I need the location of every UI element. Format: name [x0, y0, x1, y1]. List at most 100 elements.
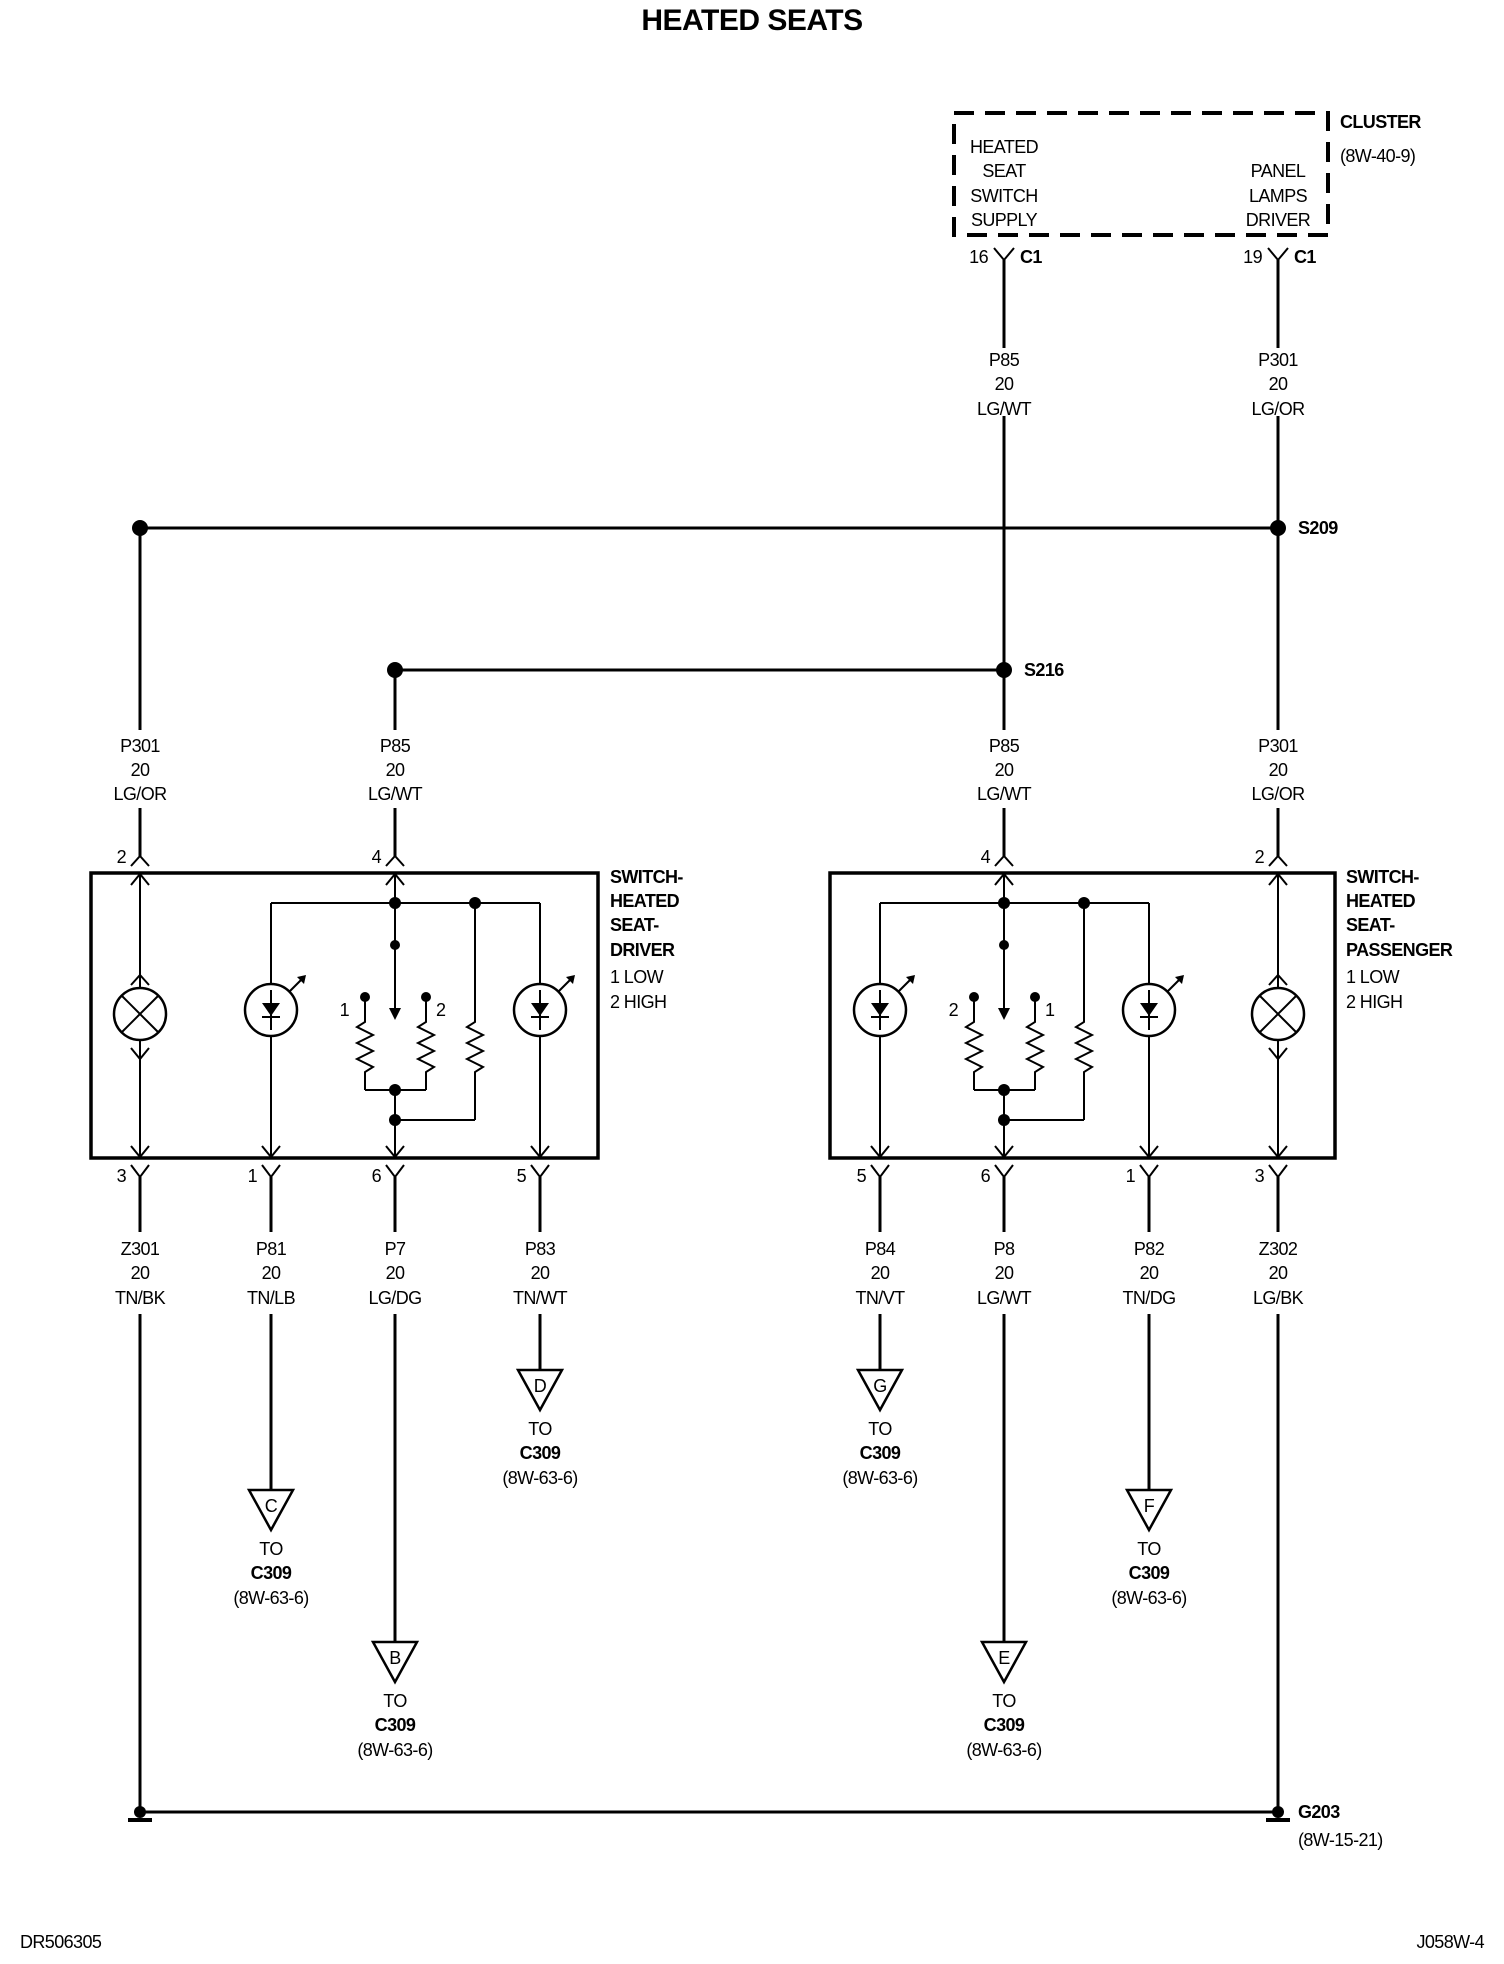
wire-label: P301 [1258, 350, 1298, 370]
svg-text:C309: C309 [984, 1715, 1025, 1735]
switch-name-line: SEAT- [1346, 915, 1395, 935]
cluster-dashed-box [952, 111, 1330, 237]
heater-element-icon [963, 903, 1095, 1120]
cluster-left-line-2: SEAT [982, 161, 1026, 181]
svg-text:(8W-63-6): (8W-63-6) [1111, 1588, 1186, 1608]
footer-left-code: DR506305 [20, 1932, 102, 1952]
connector-name: C1 [1294, 247, 1316, 267]
svg-text:C309: C309 [375, 1715, 416, 1735]
wire-label: LG/OR [1251, 399, 1305, 419]
svg-text:G: G [873, 1376, 886, 1396]
svg-text:C309: C309 [251, 1563, 292, 1583]
svg-text:(8W-63-6): (8W-63-6) [233, 1588, 308, 1608]
svg-text:3: 3 [117, 1166, 127, 1186]
svg-text:TO: TO [528, 1419, 552, 1439]
heater-element-icon [354, 903, 486, 1120]
svg-text:2: 2 [1255, 847, 1265, 867]
svg-text:(8W-63-6): (8W-63-6) [842, 1468, 917, 1488]
cluster-left-line-4: SUPPLY [971, 210, 1038, 230]
wire-label: 20 [386, 1263, 405, 1283]
wire-label: TN/DG [1123, 1288, 1176, 1308]
switch-name-line: PASSENGER [1346, 940, 1453, 960]
wire-label: LG/DG [368, 1288, 421, 1308]
svg-text:4: 4 [981, 847, 991, 867]
svg-text:C309: C309 [1129, 1563, 1170, 1583]
splice-s209-label: S209 [1298, 518, 1338, 538]
switch-name-line: SWITCH- [1346, 867, 1419, 887]
wire-label: P85 [989, 350, 1020, 370]
ground-name: G203 [1298, 1802, 1340, 1822]
svg-text:F: F [1144, 1496, 1155, 1516]
wire-label: 20 [131, 760, 150, 780]
diagram-title: HEATED SEATS [641, 4, 862, 37]
destination-c309-f: F TO C309 (8W-63-6) [1111, 1488, 1187, 1608]
contact-label: 2 [436, 1000, 446, 1020]
indicator-led-icon [1121, 975, 1184, 1038]
connector-name: C1 [1020, 247, 1042, 267]
wire-label: 20 [1269, 1263, 1288, 1283]
wire-label: LG/WT [977, 1288, 1032, 1308]
switch-heated-seat-driver: 1 2 SWITCH- HEATED SEAT- DRIVER 1 LOW 2 … [89, 867, 684, 1160]
svg-text:TO: TO [992, 1691, 1016, 1711]
svg-text:(8W-63-6): (8W-63-6) [966, 1740, 1041, 1760]
svg-text:D: D [534, 1376, 547, 1396]
cluster-right-line-3: DRIVER [1246, 210, 1311, 230]
wire-label: 20 [262, 1263, 281, 1283]
driver-bottom-pin-1: 1 [248, 1164, 281, 1186]
wire-label: LG/WT [977, 399, 1032, 419]
switch-box [828, 871, 1337, 1160]
connector-c1-pin19: 19 C1 [1243, 247, 1317, 267]
contact-label: 2 [949, 1000, 959, 1020]
wire-label: LG/WT [977, 784, 1032, 804]
wire-label: Z301 [121, 1239, 160, 1259]
svg-text:3: 3 [1255, 1166, 1265, 1186]
switch-mode-line: 1 LOW [610, 967, 664, 987]
footer-right-code: J058W-4 [1416, 1932, 1484, 1952]
destination-c309-g: G TO C309 (8W-63-6) [842, 1368, 918, 1488]
indicator-led-icon [512, 975, 575, 1038]
destination-c309-c: C TO C309 (8W-63-6) [233, 1488, 309, 1608]
cluster-name: CLUSTER [1340, 112, 1421, 132]
svg-text:C309: C309 [860, 1443, 901, 1463]
switch-name-line: DRIVER [610, 940, 675, 960]
cluster-module: CLUSTER (8W-40-9) HEATED SEAT SWITCH SUP… [952, 111, 1422, 237]
svg-text:C309: C309 [520, 1443, 561, 1463]
wire-label: P84 [865, 1239, 896, 1259]
contact-label: 1 [340, 1000, 350, 1020]
svg-text:6: 6 [981, 1166, 991, 1186]
wire-label: LG/BK [1253, 1288, 1304, 1308]
driver-bottom-pin-6: 6 [372, 1164, 405, 1186]
wire-label: P82 [1134, 1239, 1165, 1259]
splice-dot-s209 [1270, 520, 1286, 536]
ground-icon [128, 1806, 1290, 1822]
svg-text:TO: TO [383, 1691, 407, 1711]
switch-mode-line: 2 HIGH [1346, 992, 1402, 1012]
switch-mode-line: 1 LOW [1346, 967, 1400, 987]
driver-bottom-pin-5: 5 [517, 1164, 550, 1186]
svg-text:B: B [389, 1648, 401, 1668]
destination-c309-d: D TO C309 (8W-63-6) [502, 1368, 578, 1488]
wire-label: P301 [1258, 736, 1298, 756]
wire-label: LG/WT [368, 784, 423, 804]
svg-text:5: 5 [857, 1166, 867, 1186]
wire-label: P83 [525, 1239, 556, 1259]
switch-name-line: SWITCH- [610, 867, 683, 887]
passenger-bottom-pin-5: 5 [857, 1164, 890, 1186]
connector-c1-pin16: 16 C1 [969, 247, 1043, 267]
passenger-bottom-pin-3: 3 [1255, 1164, 1288, 1186]
wire-label: 20 [1269, 374, 1288, 394]
switch-name-line: HEATED [1346, 891, 1416, 911]
svg-text:2: 2 [117, 847, 127, 867]
passenger-top-pin-2: 2 [1255, 847, 1288, 867]
indicator-led-icon [243, 975, 306, 1038]
driver-bottom-pin-3: 3 [117, 1164, 150, 1186]
contact-label: 1 [1045, 1000, 1055, 1020]
wire-label: 20 [1140, 1263, 1159, 1283]
wire-label: P301 [120, 736, 160, 756]
cluster-left-line-3: SWITCH [970, 186, 1037, 206]
switch-heated-seat-passenger: 2 1 SWITCH- HEATED SEAT- PASSENGER 1 LOW… [828, 867, 1453, 1160]
svg-text:1: 1 [248, 1166, 258, 1186]
svg-text:6: 6 [372, 1166, 382, 1186]
wire-label: 20 [995, 374, 1014, 394]
wire-label: TN/BK [115, 1288, 166, 1308]
